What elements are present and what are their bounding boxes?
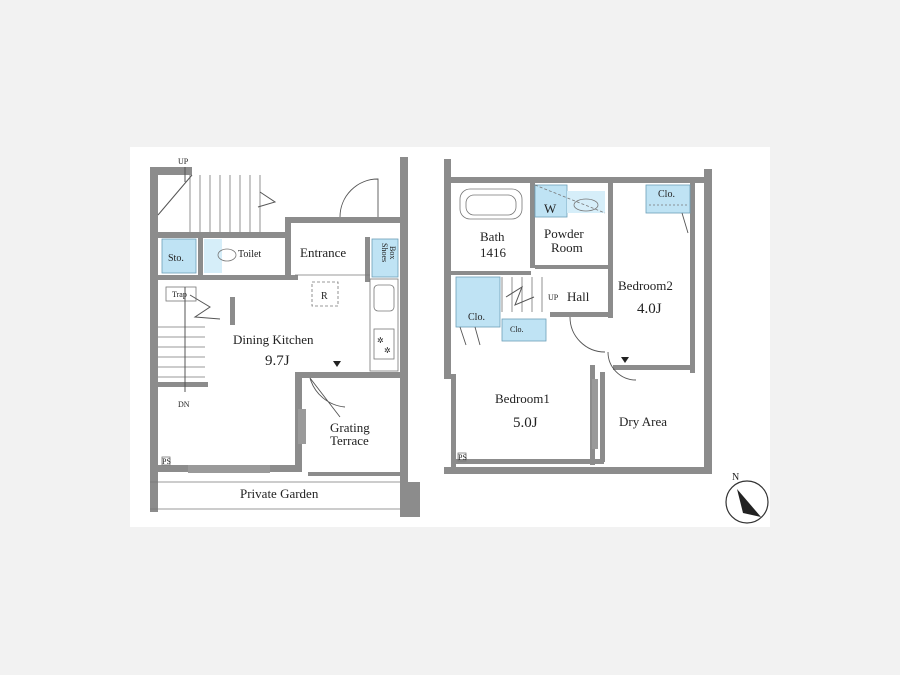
dining-kitchen-label: Dining Kitchen <box>233 332 314 347</box>
bedroom2-arrow <box>621 357 629 363</box>
bath-label: Bath <box>480 229 505 244</box>
f1-dn-label: DN <box>178 400 190 409</box>
f2-wall-powder-bottom <box>535 265 610 269</box>
kitchen-stove <box>373 328 395 360</box>
bedroom2-closet-door[interactable] <box>681 212 689 234</box>
bedroom1-closet-small <box>501 318 547 342</box>
compass-north-label: N <box>732 472 739 483</box>
f2-wall-bath-right <box>530 183 535 268</box>
stove-burner-1: ✲ <box>377 336 384 345</box>
f2-wall-right <box>704 169 712 474</box>
f1-wall-terrace-top-r <box>370 372 400 378</box>
powder-vanity <box>567 191 605 213</box>
washer-space <box>534 184 568 218</box>
floor2-plan: Bath 1416 W Powder Room Clo. Bedroom2 4.… <box>444 159 712 474</box>
bedroom1-label: Bedroom1 <box>495 391 550 406</box>
compass-needle-icon <box>737 489 761 517</box>
f1-wall-shoes <box>365 237 370 282</box>
bedroom2-size: 4.0J <box>637 301 662 317</box>
f2-wall-dry-left <box>600 372 605 462</box>
bedroom2-label: Bedroom2 <box>618 278 673 293</box>
f2-wall-hall-bottom <box>550 312 610 317</box>
terrace-window <box>298 409 306 444</box>
f1-wall-toilet-right <box>285 217 291 277</box>
f1-up-label: UP <box>178 157 189 166</box>
bedroom1-window <box>592 379 598 449</box>
garden-gate <box>400 482 420 517</box>
toilet-bowl <box>217 248 237 262</box>
toilet-sink <box>204 239 222 273</box>
f1-wall-terrace-bottom <box>308 472 408 476</box>
f2-up-label: UP <box>548 293 559 302</box>
f2-wall-top <box>444 177 709 183</box>
private-garden-label: Private Garden <box>240 486 319 501</box>
f2-ps-label: PS <box>458 453 467 462</box>
bedroom2-closet-label: Clo. <box>658 189 675 200</box>
powder-room-label-2: Room <box>551 240 583 255</box>
stairs-top <box>157 167 277 232</box>
garden-window <box>188 465 270 473</box>
dry-area-door[interactable] <box>607 351 637 381</box>
bedroom1-door[interactable] <box>569 316 606 353</box>
bath-size: 1416 <box>480 245 507 260</box>
f2-wall-left <box>444 159 451 379</box>
bedroom2-closet <box>645 184 691 214</box>
f1-ps-label: PS <box>162 457 171 466</box>
f1-wall-trap <box>230 297 235 325</box>
f2-wall-bedroom2-right <box>690 183 695 373</box>
stove-burner-2: ✲ <box>384 346 391 355</box>
f1-wall-sto-right <box>198 235 203 280</box>
clo-left-label: Clo. <box>468 312 485 323</box>
bedroom1-closet-left <box>455 276 501 328</box>
sto-area <box>161 238 197 274</box>
dry-area-label: Dry Area <box>619 414 667 429</box>
refrigerator-space <box>311 281 339 307</box>
floor-plan: UP Sto. Toilet Entrance Shoes Box Trap <box>130 147 770 527</box>
bedroom1-size: 5.0J <box>513 415 538 431</box>
f2-wall-bedroom1-bottom <box>456 459 604 464</box>
hall-label: Hall <box>567 289 590 304</box>
entrance-label: Entrance <box>300 245 346 260</box>
grating-terrace-label-1: Grating <box>330 420 370 435</box>
terrace-door[interactable] <box>309 377 346 418</box>
shoes-box-label-2: Box <box>388 246 397 259</box>
f2-wall-hall-right <box>608 183 613 318</box>
shoes-box-label-1: Shoes <box>380 243 389 262</box>
hall-stairs <box>501 277 543 312</box>
bathtub <box>459 188 523 220</box>
trap-label: Trap <box>172 290 187 299</box>
r-label: R <box>321 291 328 302</box>
closet-left-doors[interactable] <box>459 326 481 346</box>
entrance-door[interactable] <box>339 178 379 218</box>
compass: N <box>725 472 769 524</box>
kitchen-arrow <box>333 361 341 367</box>
compass-ring <box>725 480 769 524</box>
f1-wall-toilet-bottom <box>158 275 298 280</box>
dining-kitchen-size: 9.7J <box>265 353 290 369</box>
kitchen-sink <box>373 284 395 312</box>
shoes-box <box>371 238 399 278</box>
stairs-lower <box>158 287 221 392</box>
f1-wall-stair-top <box>158 232 288 238</box>
clo-small-label: Clo. <box>510 325 524 334</box>
toilet-label: Toilet <box>238 249 261 260</box>
f1-wall-bottom-mid <box>270 465 300 472</box>
f2-wall-bath-bottom <box>451 271 531 275</box>
f1-wall-right <box>400 157 408 497</box>
powder-room-label-1: Powder <box>544 226 584 241</box>
f1-wall-terrace-top <box>302 372 372 378</box>
grating-terrace-label-2: Terrace <box>330 433 369 448</box>
floor1-plan: UP Sto. Toilet Entrance Shoes Box Trap <box>150 157 420 517</box>
f2-wall-left-lower <box>451 374 456 469</box>
f2-wall-bottom <box>444 467 704 474</box>
w-label: W <box>544 201 557 216</box>
f1-wall-stair-bottom <box>158 382 208 387</box>
f1-wall-top-left <box>150 167 192 175</box>
f2-wall-bedroom2-bottom <box>613 365 695 370</box>
kitchen-counter <box>369 278 399 372</box>
f1-wall-entrance-top <box>285 217 400 223</box>
sto-label: Sto. <box>168 253 184 264</box>
f1-wall-left <box>150 167 158 512</box>
